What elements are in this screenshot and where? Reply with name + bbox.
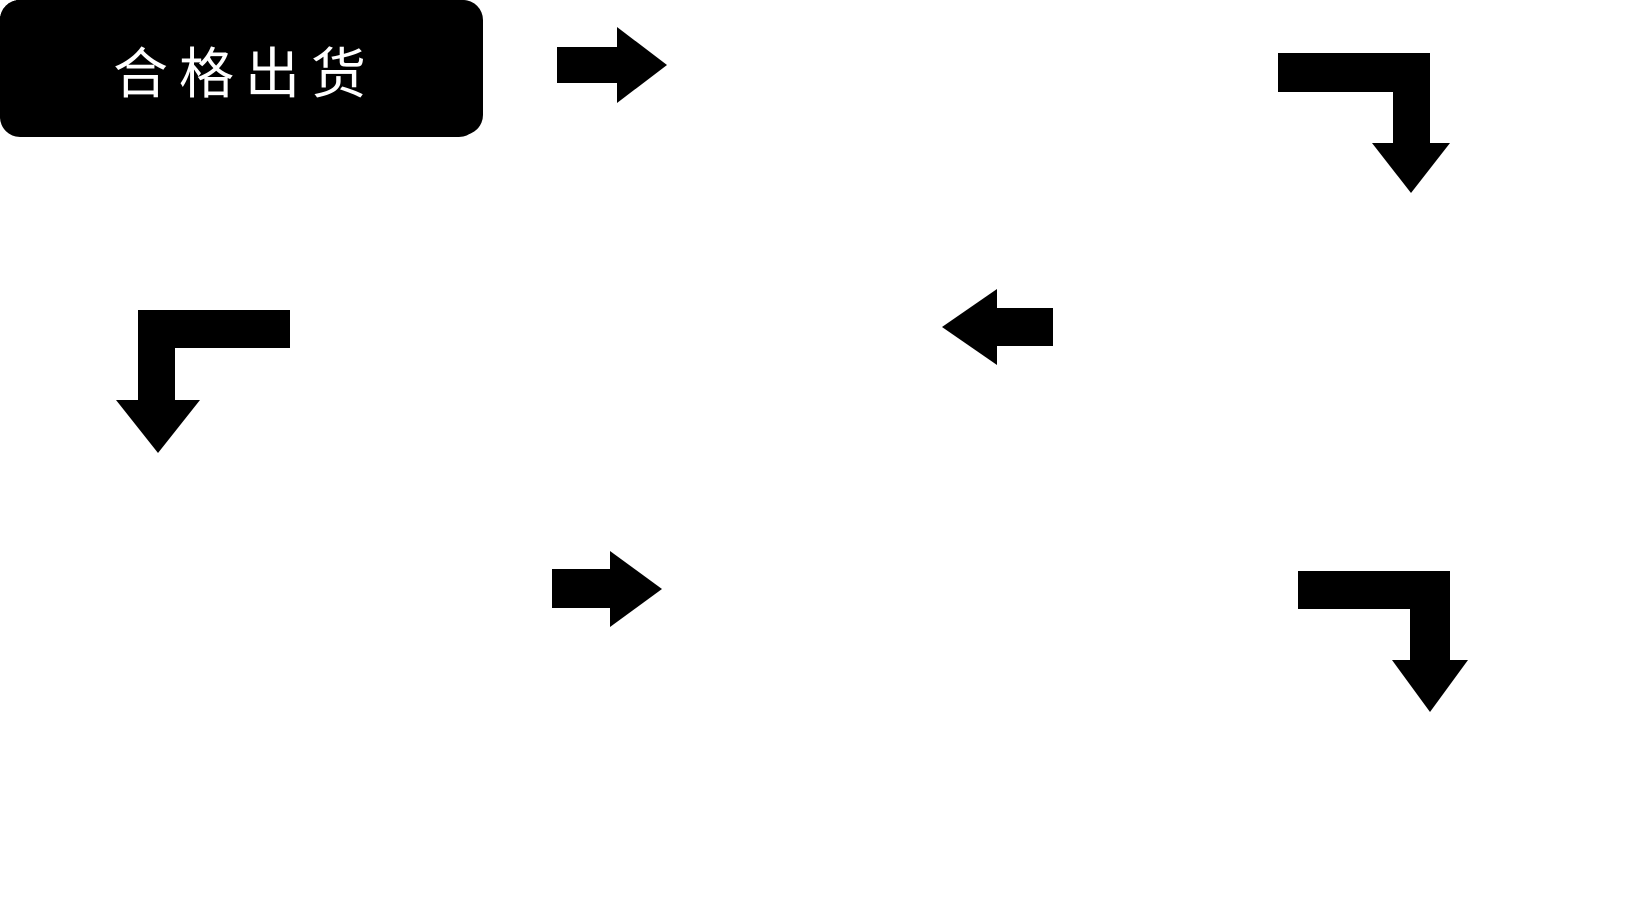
flow-arrow-payment-to-drawing-corner-down-icon <box>1278 53 1450 193</box>
flow-arrow-drawing-to-confirm-left-icon <box>942 289 1053 365</box>
node-label: 合格出货 <box>112 41 377 106</box>
flow-arrow-production-to-inspection-right-icon <box>552 551 662 627</box>
node-qualified-shipment: 合格出货 <box>0 0 479 137</box>
flow-arrow-sample-to-payment-right-icon <box>557 27 667 103</box>
flow-arrow-inspection-to-shipment-corner-down-icon <box>1298 571 1468 712</box>
flow-arrow-confirm-to-production-corner-down-icon <box>116 310 290 453</box>
